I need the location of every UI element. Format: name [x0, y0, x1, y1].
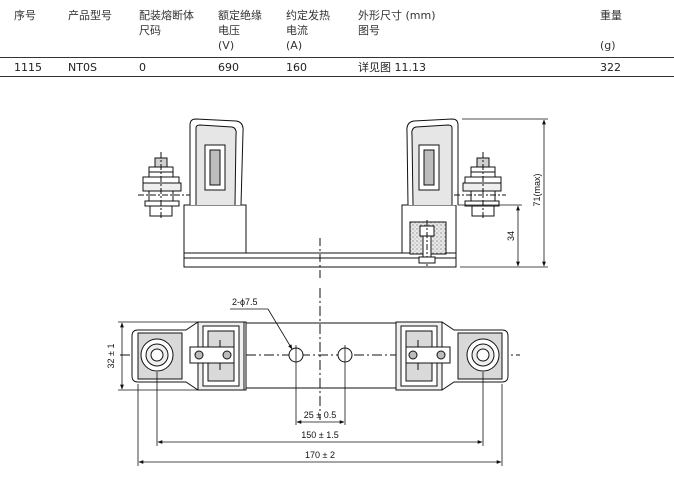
dim-hole: 2-ϕ7.5 — [232, 297, 258, 307]
top-dimensions — [118, 308, 503, 466]
right-terminal-bolt — [454, 152, 506, 220]
cell-serial: 1115 — [14, 61, 42, 74]
header-weight-line1: 重量 — [600, 9, 622, 22]
dim-overall: 170 ± 2 — [305, 450, 335, 460]
header-dims-line1: 外形尺寸 (mm) — [358, 9, 436, 22]
side-dimensions — [458, 118, 548, 268]
cell-dims: 详见图 11.13 — [358, 61, 426, 74]
technical-drawing: 71(max) 34 — [106, 118, 548, 466]
side-view — [138, 118, 506, 278]
dim-width: 32 ± 1 — [106, 344, 116, 369]
header-current-line2: 电流 — [286, 24, 308, 37]
header-model: 产品型号 — [68, 9, 112, 22]
header-serial: 序号 — [14, 9, 36, 22]
spec-table: 序号 产品型号 配装熔断体 尺码 额定绝缘 电压 (V) 约定发热 电流 (A)… — [0, 0, 674, 80]
header-voltage-unit: (V) — [218, 39, 235, 52]
header-current-line1: 约定发热 — [286, 9, 330, 22]
left-pedestal — [183, 204, 247, 254]
header-weight-unit: (g) — [600, 39, 616, 52]
dim-hole-spacing: 25 ± 0.5 — [304, 410, 336, 420]
cell-fuse-size: 0 — [139, 61, 146, 74]
mounting-screw-section — [409, 220, 447, 266]
header-voltage-line1: 额定绝缘 — [218, 9, 262, 22]
left-contact-clip — [189, 118, 244, 206]
header-dims-line2: 图号 — [358, 24, 380, 37]
right-contact-clip — [406, 118, 459, 206]
cell-current: 160 — [286, 61, 307, 74]
cell-voltage: 690 — [218, 61, 239, 74]
right-terminal-top-hole — [476, 348, 490, 362]
header-current-unit: (A) — [286, 39, 303, 52]
header-fuse-size-line1: 配装熔断体 — [139, 9, 194, 22]
left-terminal-top-hole — [150, 348, 164, 362]
dim-height: 34 — [506, 231, 516, 241]
table-rule-top — [0, 57, 674, 58]
left-clip-assembly — [131, 321, 247, 391]
cell-model: NT0S — [68, 61, 97, 74]
dim-height-max: 71(max) — [532, 173, 542, 206]
left-terminal-bolt — [138, 152, 190, 220]
dim-mount: 150 ± 1.5 — [301, 430, 338, 440]
header-voltage-line2: 电压 — [218, 24, 240, 37]
cell-weight: 322 — [600, 61, 621, 74]
header-fuse-size-line2: 尺码 — [139, 24, 161, 37]
table-rule-bottom — [0, 76, 674, 77]
top-view — [120, 288, 520, 425]
